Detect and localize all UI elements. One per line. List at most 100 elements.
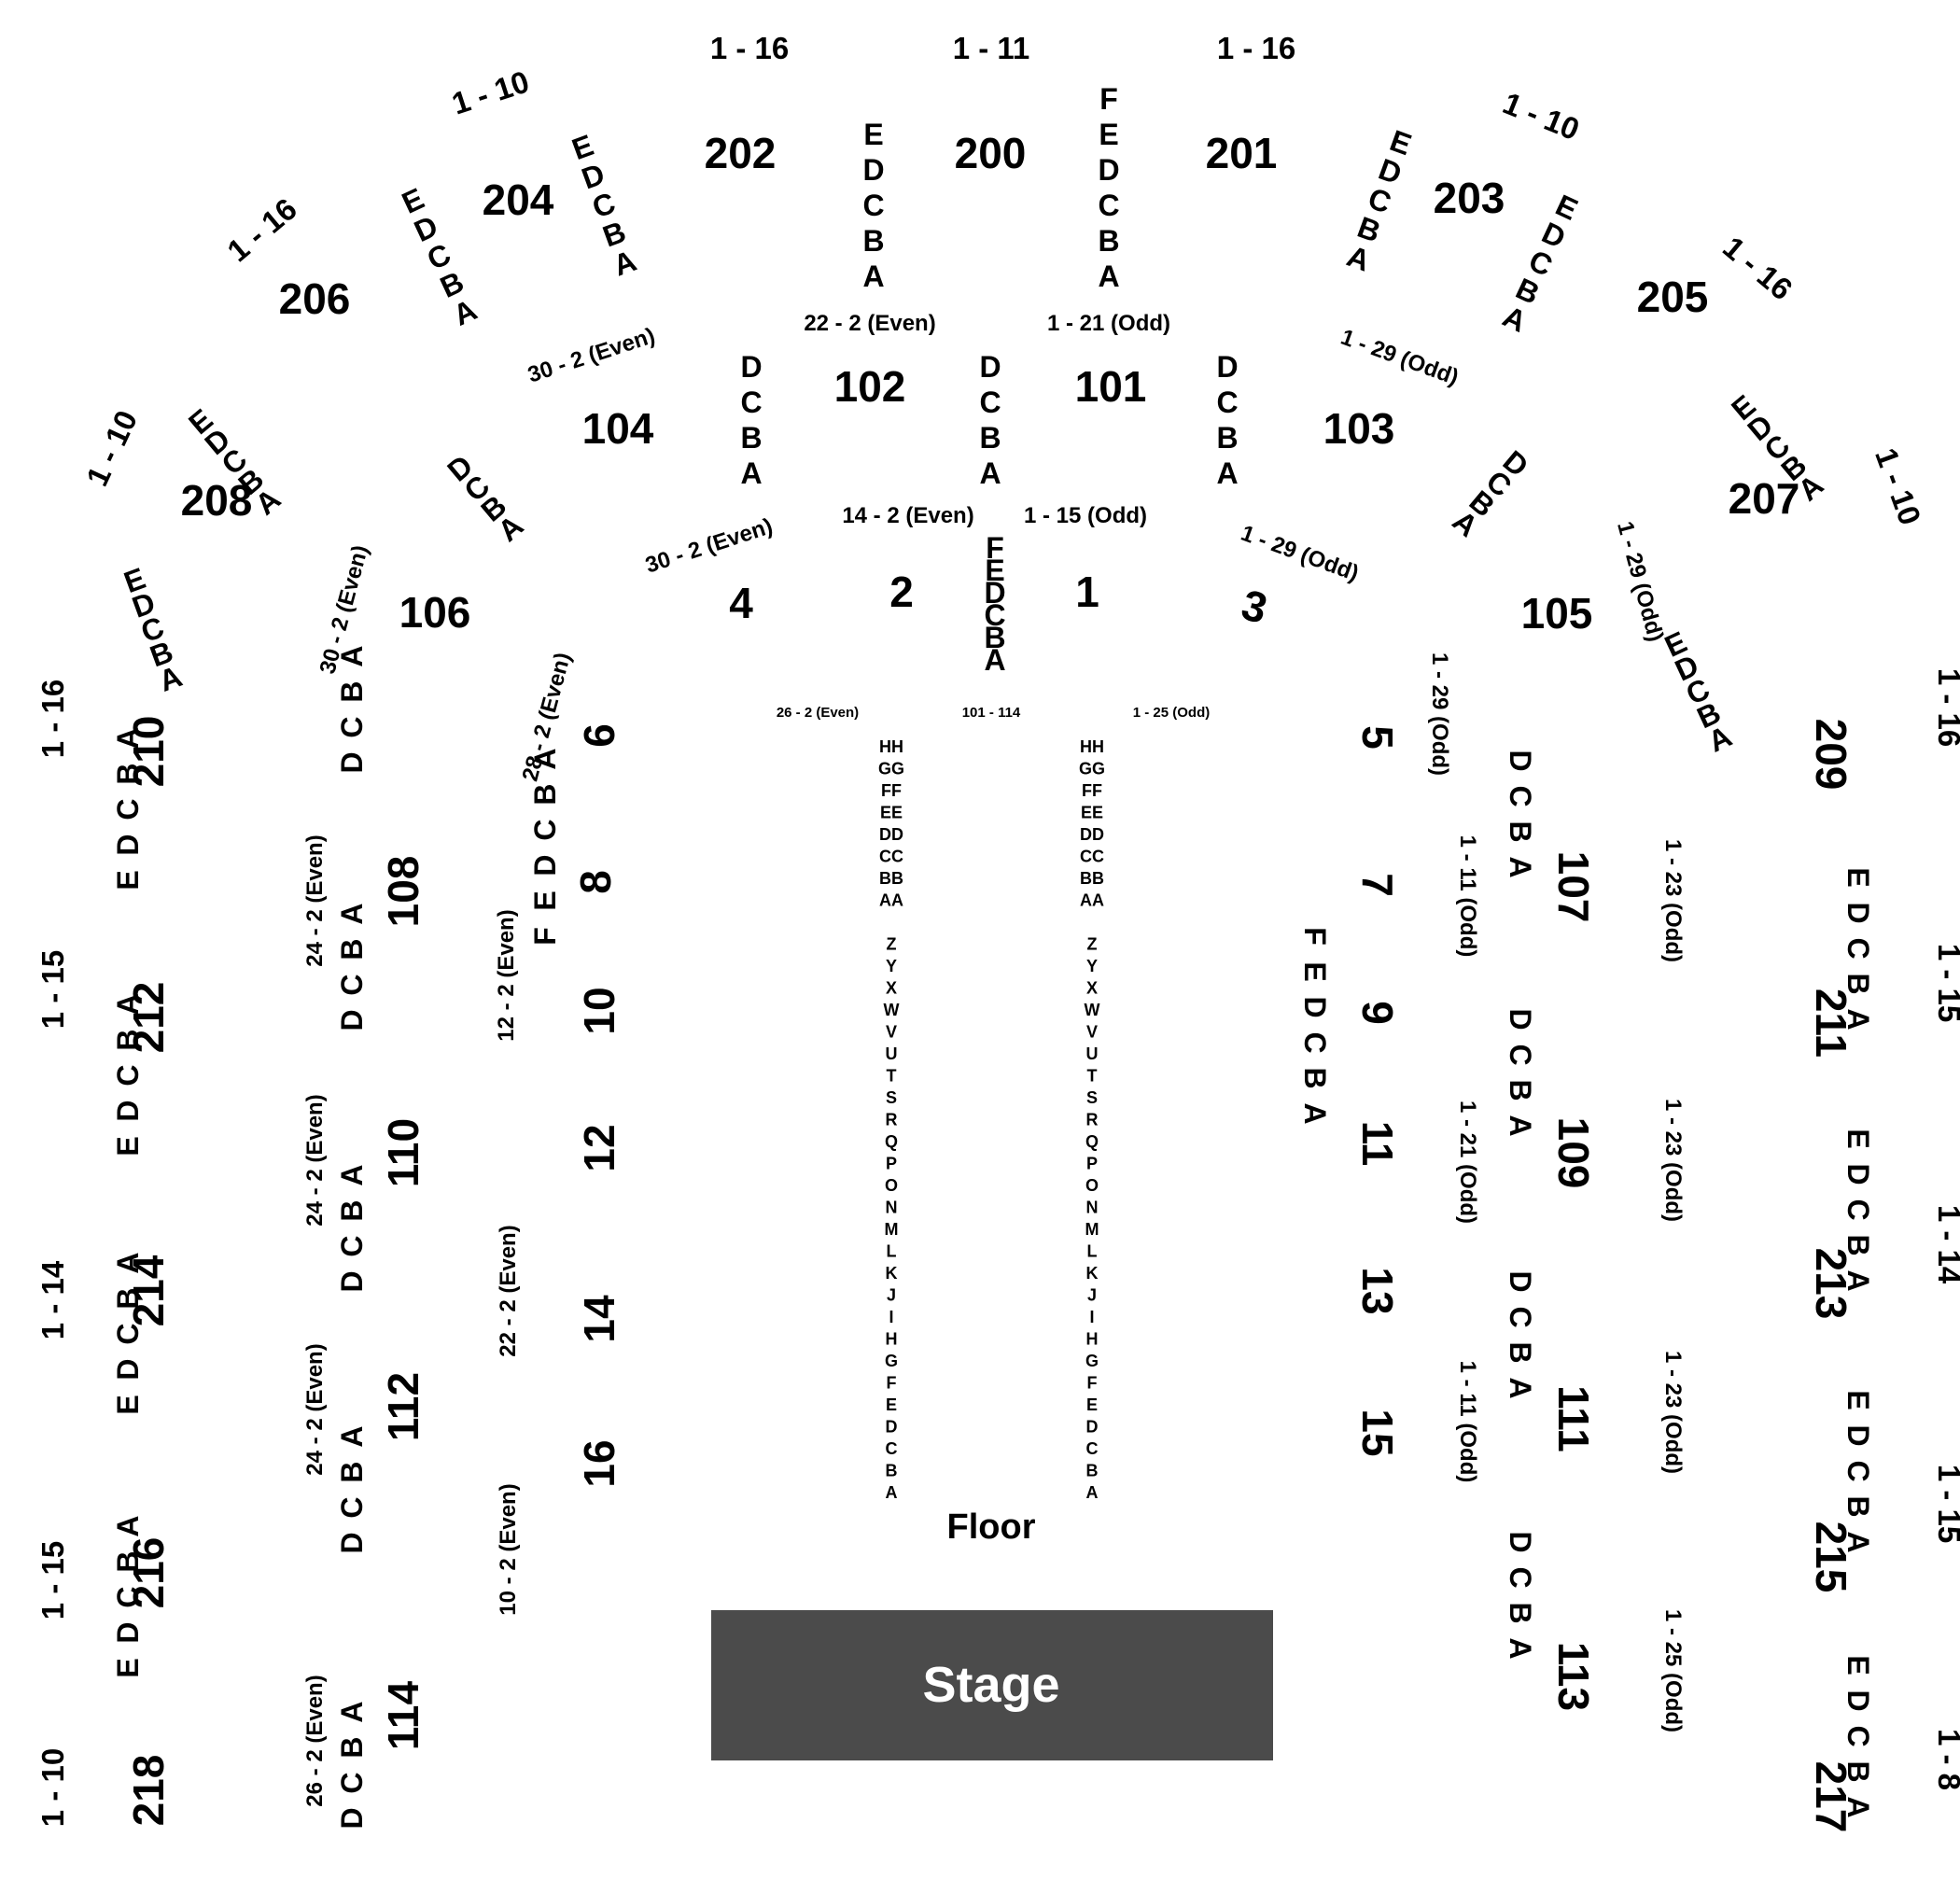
section-213-label[interactable]: 213 xyxy=(1807,1248,1855,1320)
row-letter: D xyxy=(984,576,1005,610)
floor-label[interactable]: Floor xyxy=(947,1507,1036,1547)
floor-row-a: A xyxy=(886,1483,898,1502)
row-letter: D xyxy=(1098,153,1119,187)
seat-range-label: 1 - 23 (Odd) xyxy=(1660,1099,1686,1222)
floor-row-z: Z xyxy=(887,935,897,954)
section-113-label[interactable]: 113 xyxy=(1549,1642,1598,1711)
row-letter: A xyxy=(1504,1637,1537,1659)
floor-row-t: T xyxy=(887,1067,897,1086)
seat-range-label: 1 - 14 xyxy=(1932,1205,1960,1284)
floor-row-o: O xyxy=(1085,1176,1099,1195)
seat-range-label: 30 - 2 (Even) xyxy=(525,323,658,387)
row-letter: D xyxy=(335,1270,369,1292)
floor-row-o: O xyxy=(885,1176,898,1195)
section-11-label[interactable]: 11 xyxy=(1353,1121,1402,1167)
seat-range-label: 1 - 16 xyxy=(35,680,70,758)
section-1-label[interactable]: 1 xyxy=(1075,568,1099,616)
section-4-label[interactable]: 4 xyxy=(729,579,753,627)
section-202-label[interactable]: 202 xyxy=(705,129,777,177)
section-16-label[interactable]: 16 xyxy=(575,1439,623,1487)
seat-range-label: 1 - 10 xyxy=(448,63,534,120)
row-letter: A xyxy=(335,903,369,924)
section-218-label[interactable]: 218 xyxy=(124,1755,173,1827)
section-204-label[interactable]: 204 xyxy=(483,175,554,224)
floor-row-l: L xyxy=(887,1242,897,1261)
floor-row-k: K xyxy=(1086,1264,1099,1283)
section-8-label[interactable]: 8 xyxy=(571,870,620,894)
row-letter: B xyxy=(1298,1067,1332,1088)
section-106-label[interactable]: 106 xyxy=(399,588,471,637)
section-209-label[interactable]: 209 xyxy=(1807,719,1855,791)
section-211-label[interactable]: 211 xyxy=(1807,989,1855,1058)
section-101-label[interactable]: 101 xyxy=(1075,362,1147,411)
section-216-label[interactable]: 216 xyxy=(124,1537,173,1609)
section-212-label[interactable]: 212 xyxy=(124,982,173,1054)
row-letter: A xyxy=(1504,1377,1537,1398)
section-214-label[interactable]: 214 xyxy=(124,1255,173,1326)
floor-row-x: X xyxy=(886,979,897,998)
seat-range-label: 1 - 16 xyxy=(710,31,789,65)
section-203-label[interactable]: 203 xyxy=(1434,174,1505,222)
section-217-label[interactable]: 217 xyxy=(1807,1761,1855,1833)
section-210-label[interactable]: 210 xyxy=(124,716,173,788)
section-10-label[interactable]: 10 xyxy=(575,987,623,1034)
row-letter: C xyxy=(979,386,1001,419)
row-letter: C xyxy=(528,819,562,840)
section-109-label[interactable]: 109 xyxy=(1549,1117,1598,1189)
floor-row-gg: GG xyxy=(878,760,904,778)
row-letter: A xyxy=(1498,299,1532,338)
section-205-label[interactable]: 205 xyxy=(1637,273,1709,321)
section-13-label[interactable]: 13 xyxy=(1353,1267,1402,1314)
seat-range-label: 1 - 15 xyxy=(1932,1465,1960,1543)
row-letter: C xyxy=(111,1586,145,1607)
section-15-label[interactable]: 15 xyxy=(1353,1409,1402,1456)
section-215-label[interactable]: 215 xyxy=(1807,1521,1855,1593)
section-2-label[interactable]: 2 xyxy=(889,568,914,616)
section-104-label[interactable]: 104 xyxy=(582,404,654,453)
floor-row-w: W xyxy=(1085,1001,1100,1019)
section-207-label[interactable]: 207 xyxy=(1729,474,1800,523)
section-9-label[interactable]: 9 xyxy=(1353,1001,1402,1025)
floor-row-f: F xyxy=(887,1374,897,1393)
section-206-label[interactable]: 206 xyxy=(279,274,351,323)
row-letter: C xyxy=(335,716,369,737)
section-108-label[interactable]: 108 xyxy=(379,856,427,928)
row-letter: A xyxy=(1098,259,1119,293)
section-112-label[interactable]: 112 xyxy=(379,1372,427,1441)
section-110-label[interactable]: 110 xyxy=(379,1118,427,1187)
row-letter: B xyxy=(740,421,762,455)
section-111-label[interactable]: 111 xyxy=(1549,1385,1598,1452)
section-102-label[interactable]: 102 xyxy=(834,362,906,411)
section-103-label[interactable]: 103 xyxy=(1323,404,1395,453)
section-12-label[interactable]: 12 xyxy=(575,1124,623,1171)
section-107-label[interactable]: 107 xyxy=(1549,851,1598,923)
section-6-label[interactable]: 6 xyxy=(575,723,623,748)
floor-row-i: I xyxy=(1089,1308,1094,1326)
section-3-label[interactable]: 3 xyxy=(1237,580,1272,633)
floor-row-b: B xyxy=(886,1462,898,1480)
row-letter: E xyxy=(863,118,883,151)
section-208-label[interactable]: 208 xyxy=(181,476,253,525)
section-5-label[interactable]: 5 xyxy=(1353,725,1402,750)
section-7-label[interactable]: 7 xyxy=(1353,873,1402,897)
row-letter: B xyxy=(1841,1495,1875,1517)
row-letter: E xyxy=(111,1395,145,1414)
section-200-label[interactable]: 200 xyxy=(955,129,1027,177)
section-105-label[interactable]: 105 xyxy=(1521,589,1593,638)
floor-seat-range-label: 1 - 25 (Odd) xyxy=(1133,705,1211,721)
row-letter: A xyxy=(1298,1102,1332,1124)
row-letter: C xyxy=(1504,785,1537,806)
row-letter: A xyxy=(1841,1269,1875,1291)
section-14-label[interactable]: 14 xyxy=(575,1295,623,1343)
floor-row-m: M xyxy=(1085,1220,1099,1239)
row-letter: B xyxy=(1504,1341,1537,1363)
seat-range-label: 1 - 15 xyxy=(35,950,70,1029)
seat-range-label: 1 - 16 xyxy=(1716,230,1799,307)
section-201-label[interactable]: 201 xyxy=(1206,129,1278,177)
section-114-label[interactable]: 114 xyxy=(379,1680,427,1750)
